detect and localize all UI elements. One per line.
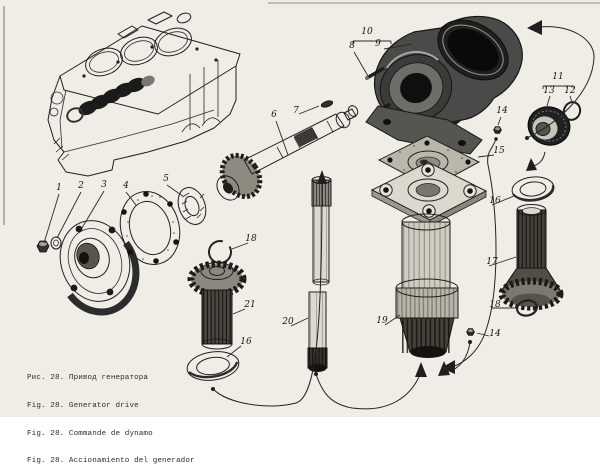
part-5-seal-ring <box>177 187 207 225</box>
callout-5: 5 <box>163 174 169 184</box>
vertical-drive-housing <box>370 161 488 358</box>
flange-ears <box>379 163 477 218</box>
callout-16: 16 <box>489 196 501 206</box>
callout-21: 21 <box>243 300 255 310</box>
arrow-into-housing <box>527 20 542 35</box>
part-21-bevel-gear <box>187 260 247 350</box>
part-4-gasket <box>119 191 181 265</box>
callout-18: 18 <box>245 234 257 244</box>
part-6-drive-gear-shaft <box>216 105 359 201</box>
callout-16: 16 <box>240 337 252 347</box>
part-19-splined-bushing <box>399 317 455 358</box>
assembly-curves <box>211 20 595 410</box>
part-17-bevel-gear-sleeve <box>498 204 564 311</box>
callout-20: 20 <box>281 317 294 327</box>
callout-7: 7 <box>293 106 299 116</box>
callout-15: 15 <box>493 146 505 156</box>
callout-11: 11 <box>552 72 563 82</box>
caption-line-fr: Fig. 28. Commande de dynamo <box>27 429 153 438</box>
callout-14: 14 <box>489 329 501 339</box>
callout-19: 19 <box>376 316 388 326</box>
caption-line-en: Fig. 28. Generator drive <box>27 402 139 411</box>
caption-line-ru: Рис. 28. Привод генератора <box>27 374 149 383</box>
deck-bolt-holes <box>82 45 218 98</box>
part-14-nut-top <box>493 126 502 134</box>
callout-12: 12 <box>564 86 576 96</box>
arrow-up-bushing-1 <box>415 362 427 377</box>
callout-8: 8 <box>349 41 355 51</box>
caption-line-es: Fig. 28. Accionamiento del generador <box>27 457 195 466</box>
scan-artifacts <box>3 2 600 225</box>
part-2-lock-washer <box>50 236 62 250</box>
part-3-drive-hub <box>59 220 140 316</box>
part-14-nut-bottom <box>466 328 475 336</box>
part-12-snap-ring <box>562 101 582 121</box>
part-16-washer-right <box>511 176 555 202</box>
arrow-left-base <box>441 360 455 374</box>
part-20-drive-shaft <box>307 176 332 372</box>
part-7-woodruff-key <box>320 100 334 108</box>
part-16-washer-left <box>186 351 240 381</box>
arrow-up-shaft20 <box>317 170 327 184</box>
callout-18: 18 <box>489 300 501 310</box>
camshaft-detail <box>66 75 155 123</box>
engine-block <box>47 11 241 177</box>
part-13-ball-bearing <box>527 106 571 146</box>
leader-lines <box>43 40 575 358</box>
callout-4: 4 <box>122 181 129 191</box>
callout-9: 9 <box>375 39 381 49</box>
callout-3: 3 <box>101 180 107 190</box>
callout-14: 14 <box>496 106 508 116</box>
callout-2: 2 <box>77 181 84 191</box>
callout-13: 13 <box>543 86 555 96</box>
arrow-up-washer16 <box>526 158 537 171</box>
callout-1: 1 <box>56 183 62 193</box>
figure-caption: Рис. 28. Привод генератора Fig. 28. Gene… <box>27 356 195 476</box>
callout-17: 17 <box>486 257 498 267</box>
callout-6: 6 <box>271 110 277 120</box>
part-1-nut <box>36 240 50 253</box>
part-18-snap-ring-right <box>515 299 539 317</box>
callout-10: 10 <box>361 27 373 37</box>
